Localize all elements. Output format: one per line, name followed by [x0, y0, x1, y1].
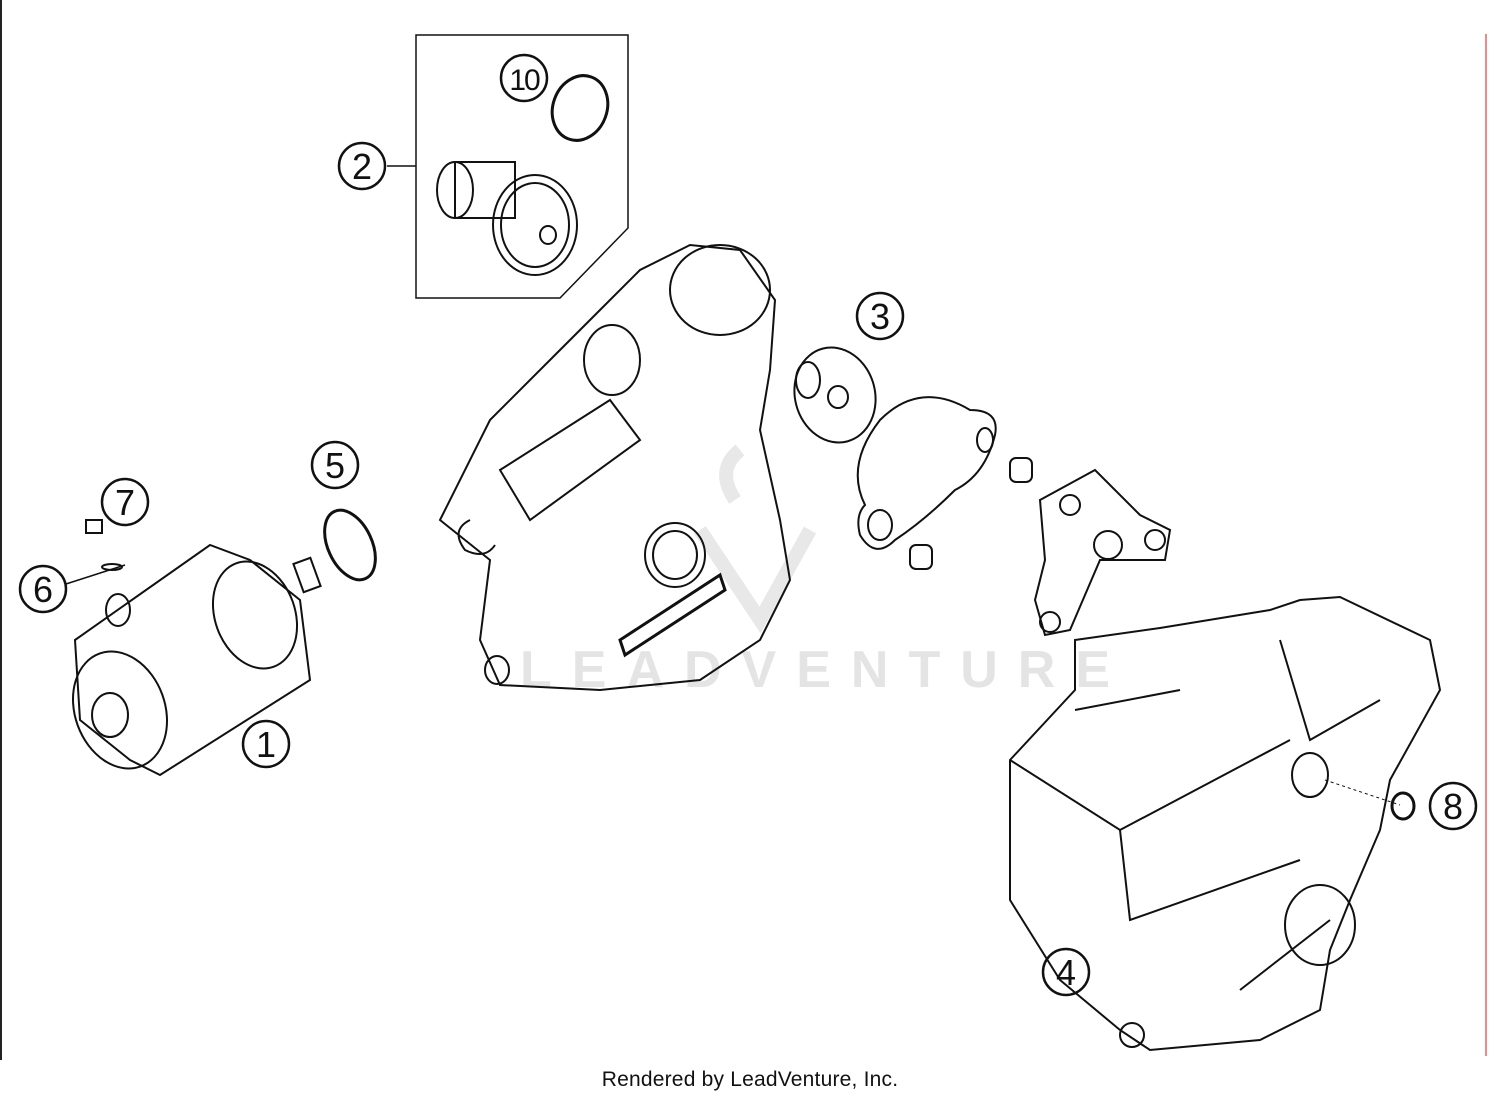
o-ring-5 — [323, 508, 377, 582]
callout-8: 8 — [1428, 781, 1478, 831]
callout-2: 2 — [337, 141, 387, 191]
starter-motor-part — [71, 519, 322, 777]
callout-5-label: 5 — [325, 445, 345, 486]
callout-4-label: 4 — [1056, 952, 1076, 993]
washer-8 — [1390, 791, 1416, 821]
leader-line-8 — [1324, 779, 1401, 806]
protection-cover-part — [1009, 595, 1442, 1052]
ignition-cover-part — [438, 243, 792, 692]
callout-4: 4 — [1041, 947, 1091, 997]
footer-credit: Rendered by LeadVenture, Inc. — [601, 1068, 899, 1091]
callout-6-label: 6 — [33, 569, 53, 610]
watermark-text: LEADVENTURE — [520, 641, 1131, 699]
callout-8-label: 8 — [1443, 786, 1463, 827]
dowel-pin-part — [909, 457, 1033, 570]
callout-10: 10 — [499, 53, 549, 103]
watermark-logo — [694, 444, 817, 634]
starter-drive-part — [436, 161, 578, 276]
callout-1-label: 1 — [256, 724, 276, 765]
callout-6: 6 — [18, 564, 68, 614]
callout-1: 1 — [241, 719, 291, 769]
leader-line-6 — [65, 564, 126, 585]
gasket-part — [856, 396, 997, 550]
callout-10-label: 10 — [509, 64, 540, 97]
washer-6 — [101, 563, 123, 571]
callout-3-label: 3 — [870, 296, 890, 337]
intermediate-gear-part — [793, 346, 877, 444]
o-ring-10 — [550, 74, 610, 142]
page-edge-marker — [1485, 34, 1487, 1056]
cover-cap-part — [1033, 468, 1172, 637]
callout-7: 7 — [100, 477, 150, 527]
callout-3: 3 — [855, 291, 905, 341]
left-border — [0, 0, 2, 1060]
callout-5: 5 — [310, 440, 360, 490]
kit-box-2 — [415, 34, 629, 299]
callout-2-label: 2 — [352, 146, 372, 187]
callout-7-label: 7 — [115, 482, 135, 523]
